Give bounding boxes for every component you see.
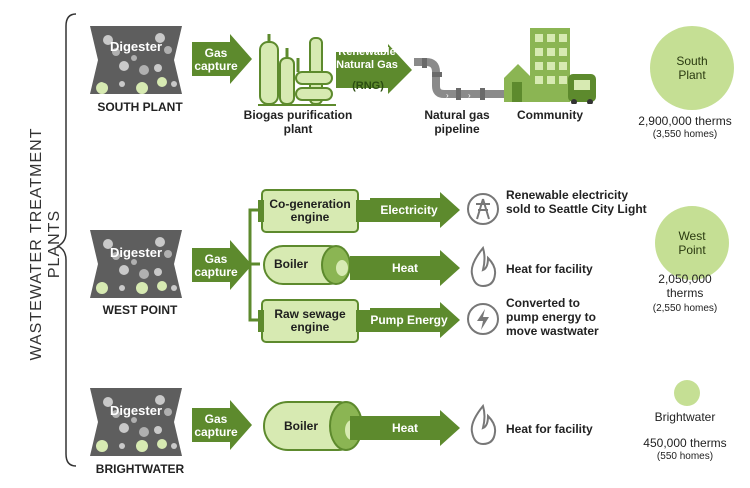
- cogen-engine-icon: [258, 189, 370, 233]
- raw-sewage-engine-icon: [258, 299, 370, 343]
- west-circle: West Point: [655, 206, 729, 280]
- west-heat-arrow: [350, 250, 460, 286]
- south-gas-label: Gas capture: [194, 46, 238, 73]
- brightwater-circle: [674, 380, 700, 406]
- south-digester-label: Digester: [109, 39, 163, 54]
- brightwater-heat-label: Heat: [391, 421, 418, 435]
- digester-icon-brightwater: [90, 388, 182, 456]
- pump-energy-arrow: [370, 302, 460, 338]
- brightwater-boiler-label: Boiler: [283, 419, 318, 433]
- brightwater-flame-icon: [470, 404, 497, 446]
- rng-abbr: (RNG): [352, 80, 384, 92]
- purification-label: Biogas purification plant: [243, 108, 353, 136]
- svg-text:›: ›: [446, 91, 449, 100]
- brightwater-homes: (550 homes): [656, 451, 714, 462]
- west-homes: (2,550 homes): [652, 303, 718, 314]
- svg-text:›: ›: [468, 91, 471, 100]
- digester-icon-west: [90, 230, 182, 298]
- lightning-icon: [467, 303, 499, 335]
- brightwater-gas-label: Gas capture: [194, 412, 238, 439]
- brightwater-heat-arrow: [350, 410, 460, 446]
- west-gas-arrow: [192, 240, 252, 290]
- electricity-result: Renewable electricity sold to Seattle Ci…: [506, 188, 647, 216]
- purification-plant-icon: [258, 34, 336, 106]
- south-plant-name: SOUTH PLANT: [97, 100, 183, 114]
- electricity-arrow: [370, 192, 460, 228]
- pump-result: Converted to pump energy to move wastwat…: [506, 296, 599, 338]
- cogen-label: Co-generation engine: [269, 197, 351, 224]
- west-therms-2: therms: [666, 286, 704, 300]
- west-circle-label: West Point: [678, 229, 706, 257]
- south-homes: (3,550 homes): [652, 129, 718, 140]
- west-heat-label: Heat: [391, 261, 418, 275]
- pump-energy-label: Pump Energy: [370, 313, 448, 327]
- community-icon: [504, 28, 596, 104]
- side-title: WASTEWATER TREATMENT PLANTS: [28, 127, 63, 361]
- west-digester-label: Digester: [109, 245, 163, 260]
- west-boiler-icon: [263, 245, 351, 285]
- brightwater-therms: 450,000 therms: [643, 436, 727, 450]
- west-heat-result: Heat for facility: [506, 262, 593, 276]
- west-gas-label: Gas capture: [194, 252, 238, 279]
- pipeline-icon: ››: [414, 58, 506, 100]
- south-circle: South Plant: [650, 26, 734, 110]
- west-boiler-label: Boiler: [273, 257, 308, 271]
- west-branch-lines: [248, 208, 260, 322]
- brightwater-heat-result: Heat for facility: [506, 422, 593, 436]
- electricity-label: Electricity: [380, 203, 438, 217]
- brightwater-digester-label: Digester: [109, 403, 163, 418]
- brightwater-plant-name: BRIGHTWATER: [95, 462, 185, 476]
- west-therms-1: 2,050,000: [658, 272, 712, 286]
- brightwater-gas-arrow: [192, 400, 252, 450]
- brightwater-circle-label: Brightwater: [654, 410, 716, 424]
- bracket: [56, 13, 77, 467]
- raw-sewage-label: Raw sewage engine: [274, 307, 346, 334]
- south-gas-arrow: [192, 34, 252, 84]
- south-therms: 2,900,000 therms: [638, 114, 732, 128]
- power-tower-icon: [467, 193, 499, 225]
- community-label: Community: [517, 108, 583, 122]
- rng-arrow: [336, 44, 412, 94]
- pipeline-label: Natural gas pipeline: [424, 108, 490, 136]
- digester-icon-south: [90, 26, 182, 94]
- west-plant-name: WEST POINT: [102, 303, 178, 317]
- west-flame-icon: [470, 246, 497, 288]
- rng-label: Renewable Natural Gas: [336, 46, 398, 71]
- south-circle-label: South Plant: [676, 54, 708, 82]
